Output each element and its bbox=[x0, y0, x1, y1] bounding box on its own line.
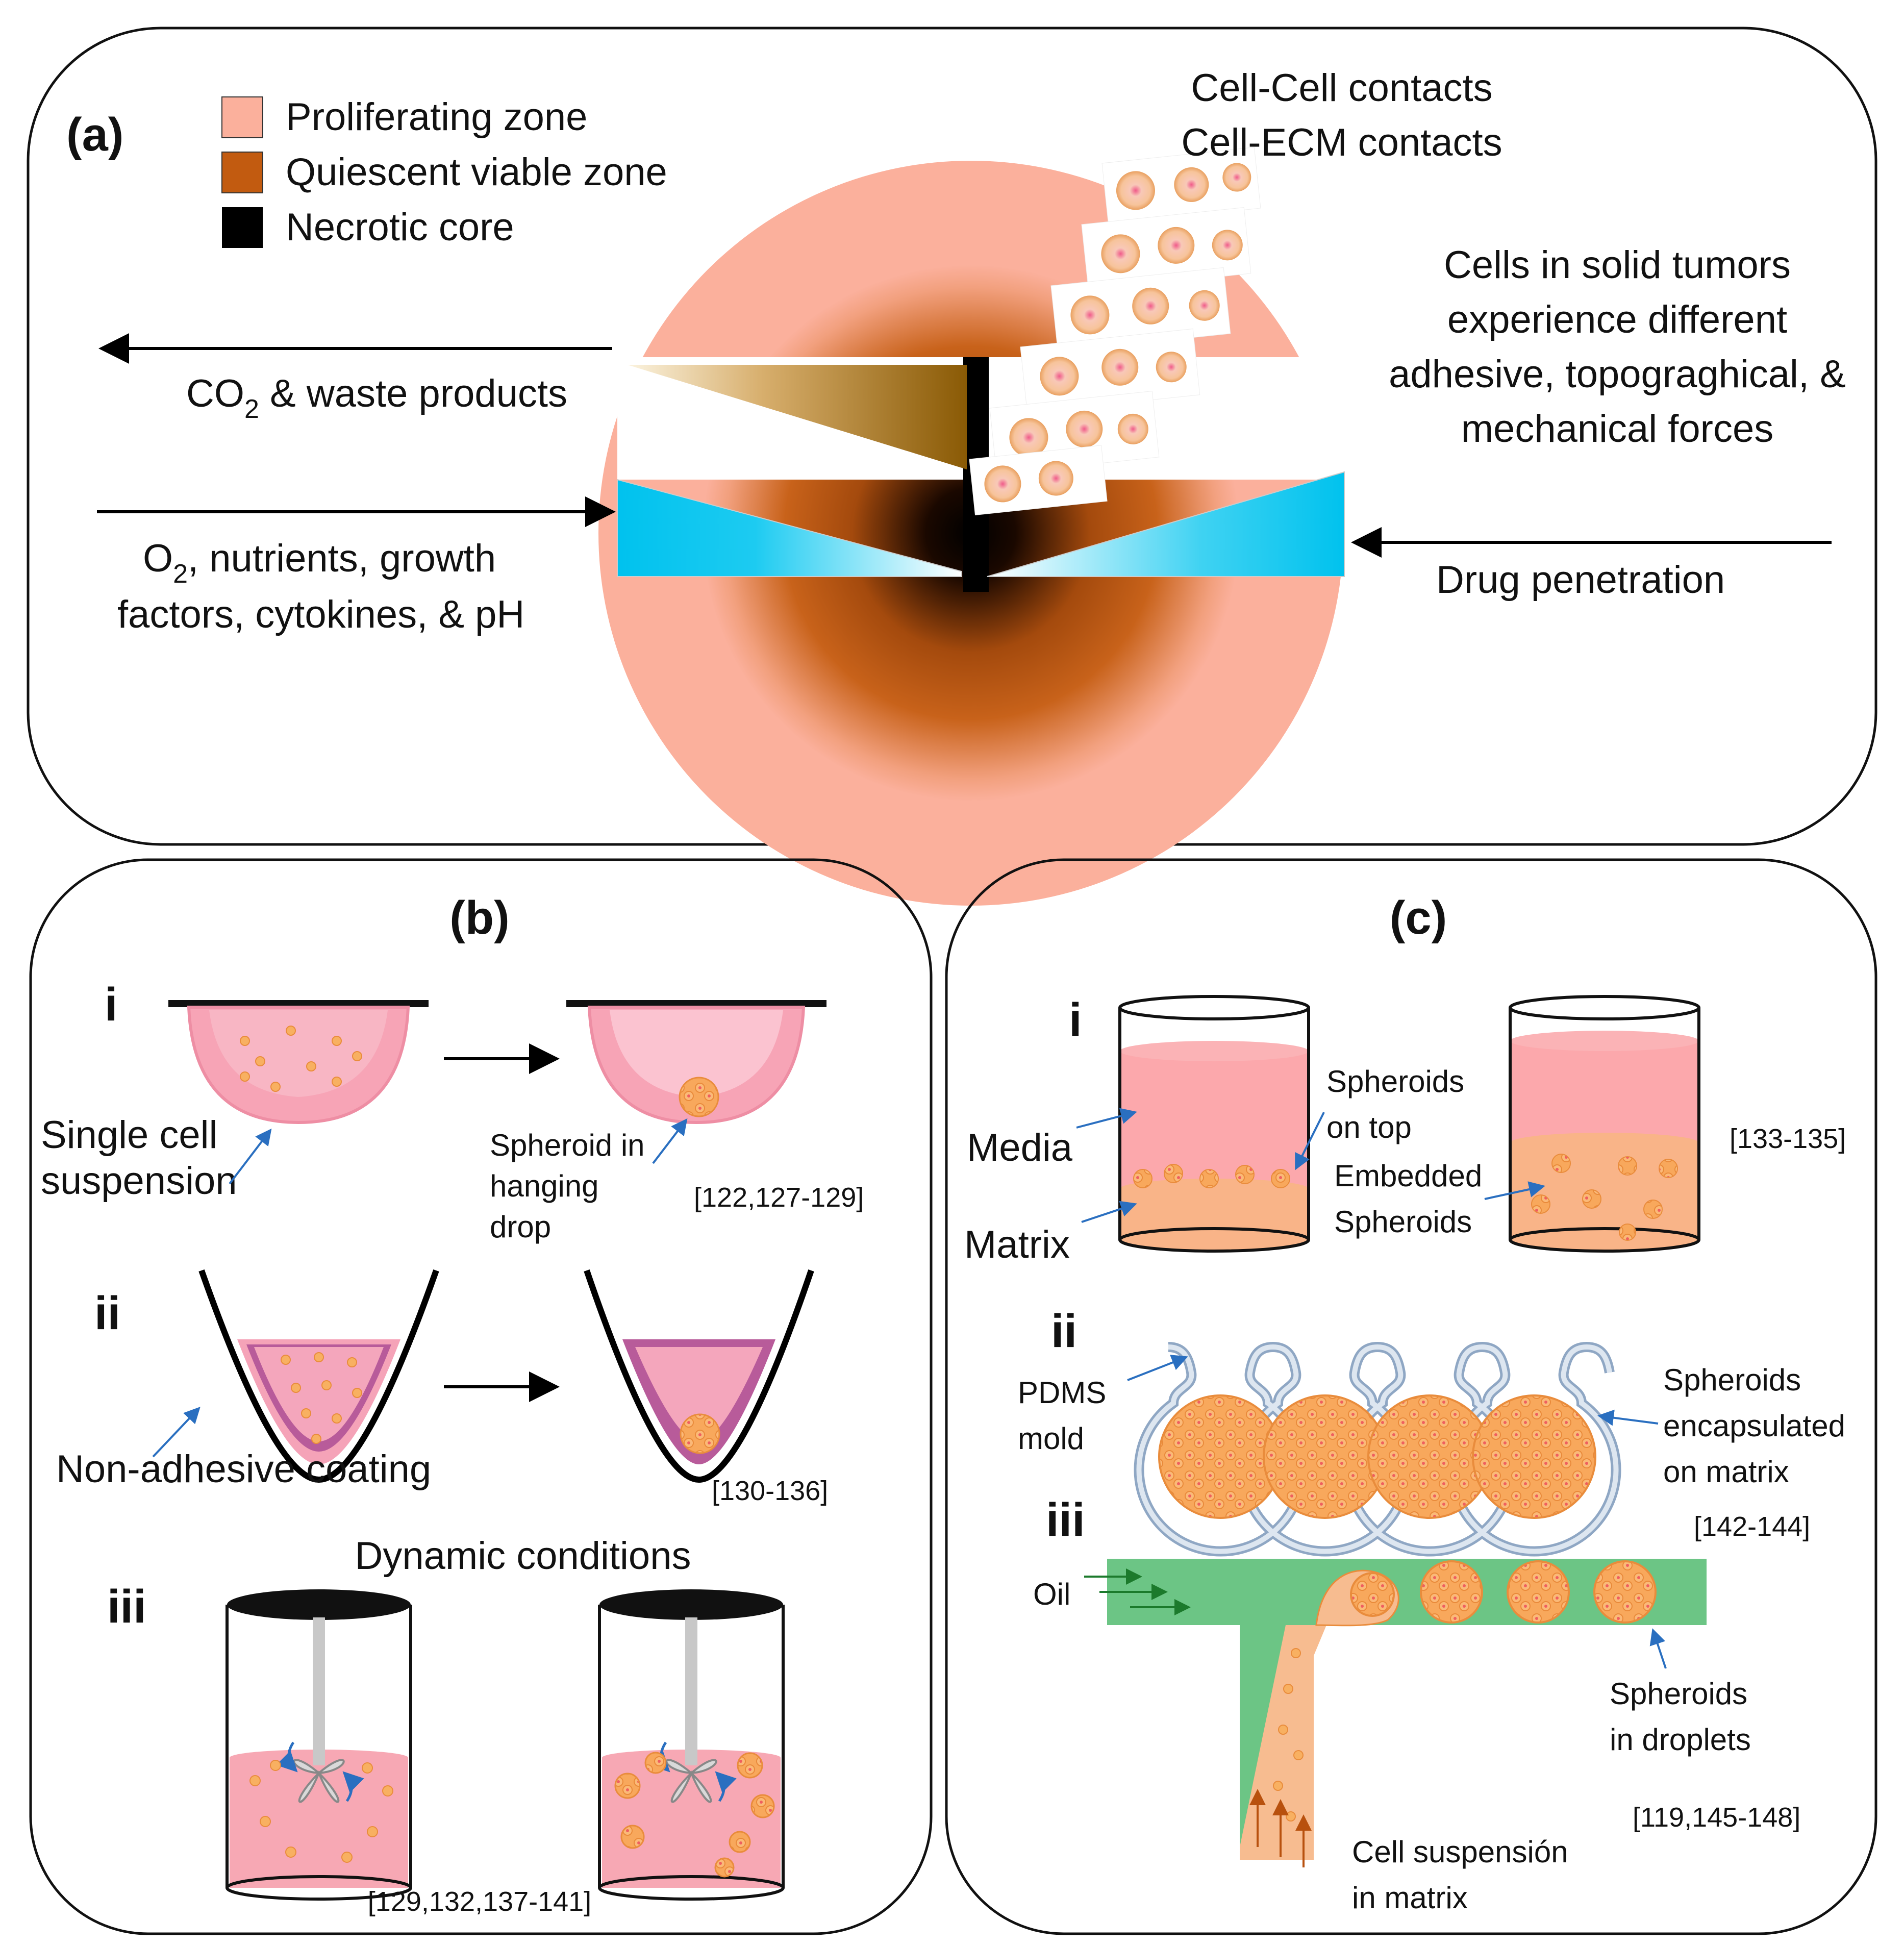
embedded-pointer bbox=[1484, 1181, 1545, 1200]
svg-text:adhesive, topograghical, &: adhesive, topograghical, & bbox=[1389, 353, 1846, 396]
c-iii-label: iii bbox=[1046, 1494, 1085, 1546]
spheroid-in-well bbox=[680, 1413, 720, 1454]
cell-cell-contacts-label: Cell-Cell contacts bbox=[1191, 66, 1492, 110]
drop-inner-left bbox=[209, 1010, 388, 1097]
b-ii-reference: [130-136] bbox=[712, 1476, 828, 1506]
single-cells bbox=[240, 1026, 362, 1092]
matrix-label: Matrix bbox=[964, 1223, 1070, 1266]
well-right-media bbox=[635, 1347, 763, 1441]
c-ii-reference: [142-144] bbox=[1694, 1511, 1810, 1542]
well-left bbox=[198, 1269, 439, 1483]
pdms-mold bbox=[1134, 1341, 1621, 1557]
cylinder-embedded-spheroids bbox=[1509, 995, 1700, 1253]
drug-gradient-wedge bbox=[987, 471, 1345, 577]
legend-label-quiescent: Quiescent viable zone bbox=[286, 151, 667, 194]
waste-gradient-wedge bbox=[628, 365, 967, 469]
drop-inner-right bbox=[610, 1010, 783, 1097]
panel-b-frame bbox=[29, 858, 933, 1935]
svg-text:mechanical forces: mechanical forces bbox=[1461, 407, 1774, 451]
oil-label: Oil bbox=[1033, 1577, 1070, 1611]
cell-suspension-label-2: in matrix bbox=[1352, 1881, 1468, 1915]
o2-nutrients-label: O2, nutrients, growth bbox=[143, 537, 496, 589]
b-iii-label: iii bbox=[107, 1581, 146, 1633]
drug-penetration-label: Drug penetration bbox=[1436, 558, 1725, 602]
encapsulated-label-3: on matrix bbox=[1663, 1455, 1789, 1489]
svg-text:Cells in solid tumors: Cells in solid tumors bbox=[1444, 243, 1791, 287]
legend-swatch-necrotic bbox=[222, 207, 263, 248]
encapsulated-pointer bbox=[1597, 1409, 1659, 1426]
svg-text:experience different: experience different bbox=[1447, 298, 1787, 341]
spheroid-hanging-label-2: hanging bbox=[490, 1169, 599, 1203]
hanging-plate-left bbox=[168, 1000, 429, 1007]
spheroid-hanging-label-3: drop bbox=[490, 1210, 551, 1244]
cell-ecm-contacts-label: Cell-ECM contacts bbox=[1181, 121, 1502, 164]
o2-nutrients-label-line2: factors, cytokines, & pH bbox=[117, 593, 524, 636]
co2-waste-label: CO2 & waste products bbox=[186, 372, 567, 424]
panel-b-label: (b) bbox=[449, 892, 509, 944]
well-cells bbox=[281, 1352, 362, 1444]
embedded-label-2: Spheroids bbox=[1334, 1205, 1472, 1239]
spheroids-on-top-label-1: Spheroids bbox=[1326, 1064, 1464, 1099]
matrix-pointer bbox=[1081, 1201, 1137, 1223]
b-i-label: i bbox=[105, 979, 118, 1031]
single-cell-label: Single cell bbox=[41, 1113, 217, 1157]
c-iii-reference: [119,145-148] bbox=[1633, 1802, 1800, 1833]
hanging-plate-right bbox=[566, 1000, 826, 1007]
dynamic-conditions-label: Dynamic conditions bbox=[355, 1534, 691, 1578]
encapsulated-label-1: Spheroids bbox=[1663, 1363, 1801, 1397]
cell-contacts-stack bbox=[969, 147, 1261, 515]
coating-pointer bbox=[152, 1407, 201, 1458]
legend-label-proliferating: Proliferating zone bbox=[286, 95, 587, 139]
legend-swatch-quiescent bbox=[221, 152, 263, 193]
embedded-label-1: Embedded bbox=[1334, 1159, 1482, 1193]
forces-label: Cells in solid tumors experience differe… bbox=[1389, 243, 1846, 451]
droplets-label-2: in droplets bbox=[1610, 1723, 1751, 1757]
b-iii-reference: [129,132,137-141] bbox=[368, 1886, 591, 1917]
single-cell-pointer bbox=[229, 1128, 272, 1185]
media-pointer bbox=[1076, 1108, 1137, 1129]
spheroids-on-top-pointer bbox=[1295, 1112, 1325, 1170]
cell-suspension-label-1: Cell suspensión bbox=[1352, 1835, 1568, 1869]
droplets-pointer bbox=[1649, 1628, 1667, 1669]
droplets-label-1: Spheroids bbox=[1610, 1677, 1747, 1711]
spinner-flask-right bbox=[598, 1589, 785, 1901]
well-left-media bbox=[254, 1347, 384, 1441]
panel-c-label: (c) bbox=[1390, 892, 1447, 944]
o2-gradient-wedge bbox=[617, 479, 962, 577]
spheroid-pointer bbox=[652, 1118, 688, 1164]
panel-a-label: (a) bbox=[66, 109, 123, 161]
suspension-label: suspension bbox=[41, 1159, 237, 1203]
legend-swatch-proliferating bbox=[221, 96, 263, 138]
non-adhesive-label: Non-adhesive coating bbox=[56, 1448, 431, 1491]
pdms-label-2: mold bbox=[1018, 1421, 1084, 1456]
pdms-pointer bbox=[1127, 1355, 1188, 1381]
panel-c-frame bbox=[945, 858, 1877, 1935]
well-right bbox=[584, 1269, 814, 1483]
spheroid-hanging-label-1: Spheroid in bbox=[490, 1128, 645, 1162]
encapsulated-label-2: encapsulated bbox=[1663, 1409, 1845, 1443]
media-label: Media bbox=[967, 1126, 1073, 1169]
spheroid-in-drop bbox=[679, 1077, 719, 1117]
legend-label-necrotic: Necrotic core bbox=[286, 206, 514, 249]
c-ii-label: ii bbox=[1051, 1305, 1077, 1357]
spheroids-on-top-label-2: on top bbox=[1326, 1110, 1412, 1144]
pdms-label-1: PDMS bbox=[1018, 1376, 1106, 1410]
c-i-label: i bbox=[1069, 994, 1082, 1046]
c-i-reference: [133-135] bbox=[1730, 1124, 1846, 1154]
spinner-flask-left bbox=[226, 1589, 412, 1901]
b-i-reference: [122,127-129] bbox=[694, 1182, 864, 1213]
cylinder-spheroids-on-top bbox=[1118, 995, 1310, 1253]
b-ii-label: ii bbox=[94, 1287, 120, 1339]
